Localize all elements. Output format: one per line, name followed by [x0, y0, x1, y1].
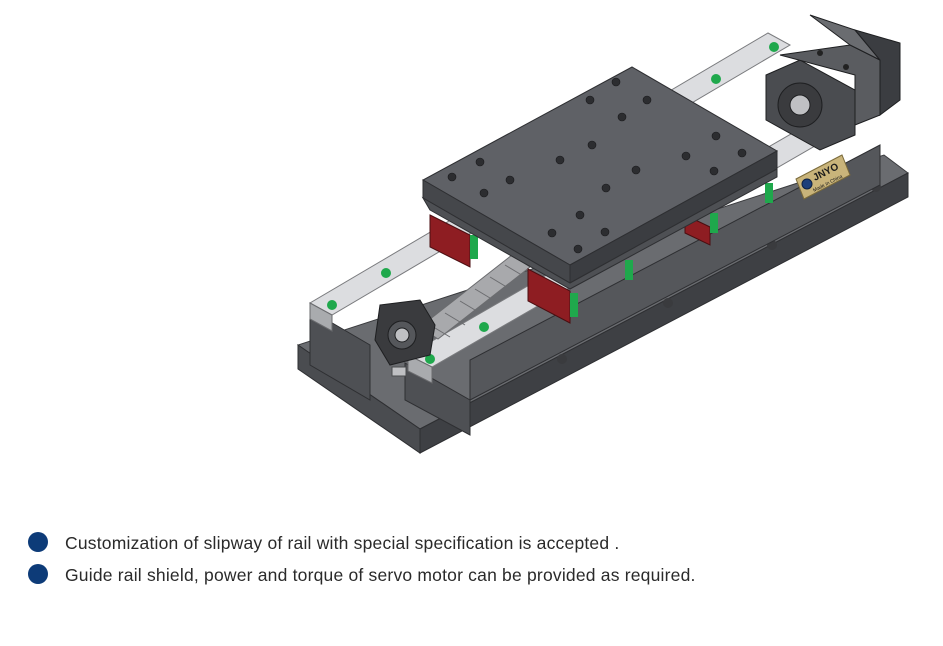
linear-slide-stage-illustration: JNYO Made in China: [296, 14, 909, 454]
bullet-dot-icon: [28, 532, 48, 552]
feature-text: Guide rail shield, power and torque of s…: [65, 565, 696, 585]
frame-walls: [309, 144, 881, 436]
feature-item: Guide rail shield, power and torque of s…: [28, 564, 748, 586]
rail-blocks: [429, 183, 773, 324]
feature-text: Customization of slipway of rail with sp…: [65, 533, 620, 553]
feature-list: Customization of slipway of rail with sp…: [28, 532, 748, 596]
brand-nameplate: JNYO Made in China: [795, 154, 851, 200]
carriage-table: [421, 66, 779, 290]
bearing-support: [374, 299, 436, 377]
feature-item: Customization of slipway of rail with sp…: [28, 532, 748, 554]
motor-flange: [765, 14, 901, 151]
bullet-dot-icon: [28, 564, 48, 584]
